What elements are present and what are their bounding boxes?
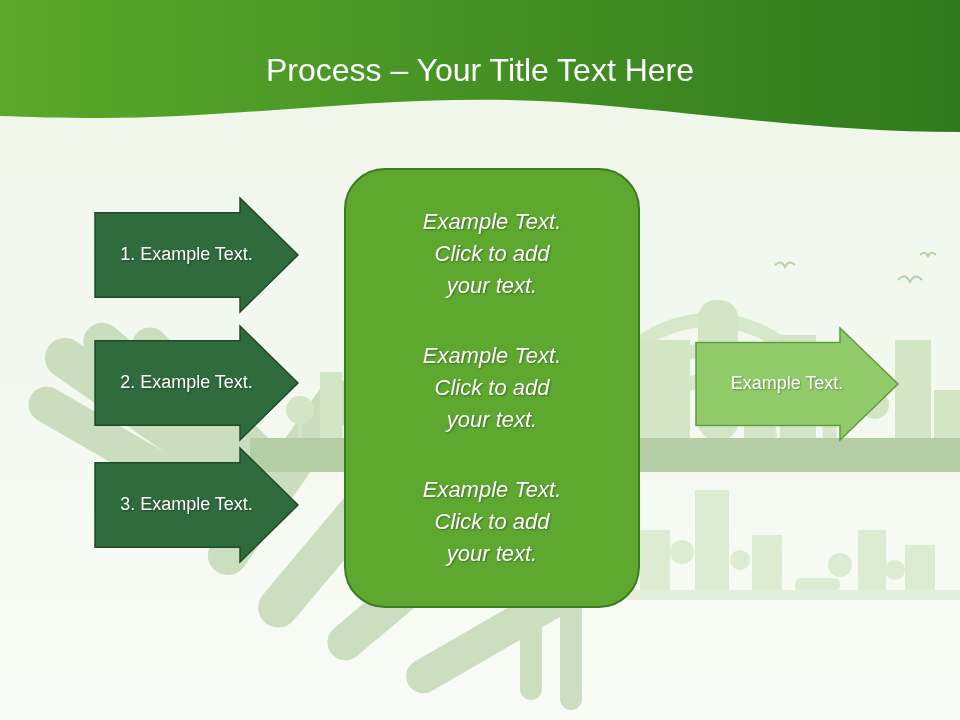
arrow-outline bbox=[95, 326, 298, 440]
body-text: Example Text. Click to add your text. bbox=[412, 340, 572, 436]
body-text: Example Text. Click to add your text. bbox=[412, 474, 572, 570]
process-box: Example Text. Click to add your text. Exa… bbox=[344, 168, 640, 608]
body-text: Example Text. Click to add your text. bbox=[412, 206, 572, 302]
arrow-label: 1. Example Text. bbox=[120, 244, 253, 266]
arrow-outline bbox=[95, 198, 298, 312]
arrow-box: 3. Example Text. bbox=[95, 448, 298, 562]
arrow-outline bbox=[696, 328, 898, 440]
ground-strip bbox=[600, 590, 960, 600]
header-band bbox=[0, 0, 960, 132]
arrow-box: Example Text. bbox=[696, 328, 898, 440]
slide-title: Process – Your Title Text Here bbox=[0, 52, 960, 89]
arrow-box: 2. Example Text. bbox=[95, 326, 298, 440]
lower-city bbox=[640, 490, 935, 592]
arrow-label: Example Text. bbox=[731, 373, 844, 395]
box-outline bbox=[345, 169, 639, 607]
arrow-label: 3. Example Text. bbox=[120, 494, 253, 516]
arrow-outline bbox=[95, 448, 298, 562]
arrow-label: 2. Example Text. bbox=[120, 372, 253, 394]
birds bbox=[775, 253, 936, 282]
arrow-box: 1. Example Text. bbox=[95, 198, 298, 312]
